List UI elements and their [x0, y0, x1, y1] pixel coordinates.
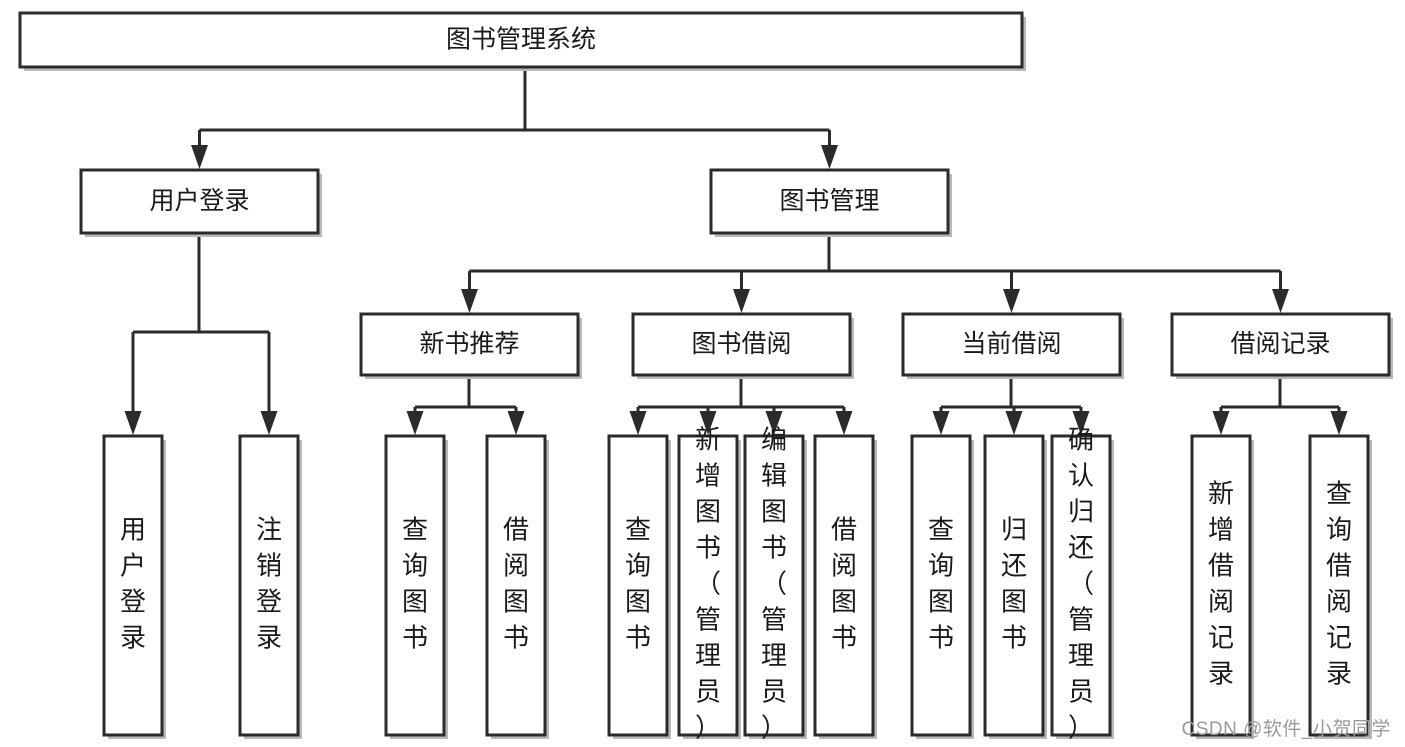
- node-leaf-borrow-book-recommend[interactable]: 借阅图书: [485, 434, 549, 739]
- node-current-borrow[interactable]: 当前借阅: [901, 312, 1124, 379]
- node-border[interactable]: [677, 434, 739, 737]
- node-borrow-record[interactable]: 借阅记录: [1170, 312, 1393, 379]
- arrow-head-icon: [461, 289, 478, 313]
- node-border[interactable]: [813, 434, 875, 737]
- node-label: 编辑图书（管理员）: [761, 424, 787, 742]
- node-label: 当前借阅: [961, 330, 1061, 358]
- node-border[interactable]: [743, 434, 805, 737]
- node-border[interactable]: [910, 434, 972, 737]
- node-border[interactable]: [1308, 434, 1370, 737]
- node-leaf-query-book-borrow[interactable]: 查询图书: [607, 434, 671, 739]
- arrow-head-icon: [124, 411, 142, 435]
- arrow-head-icon: [1072, 411, 1090, 435]
- connector-root-to-level2: [191, 67, 838, 169]
- node-border[interactable]: [631, 312, 852, 377]
- node-border[interactable]: [901, 312, 1122, 377]
- node-user-login[interactable]: 用户登录: [79, 168, 322, 237]
- node-label: 查询图书: [625, 514, 651, 652]
- node-leaf-user-login[interactable]: 用户登录: [102, 434, 166, 739]
- node-label: 查询图书: [402, 514, 428, 652]
- node-leaf-query-borrow-record[interactable]: 查询借阅记录: [1308, 434, 1372, 739]
- node-border[interactable]: [983, 434, 1045, 737]
- arrow-head-icon: [1212, 411, 1230, 435]
- arrow-head-icon: [835, 411, 853, 435]
- node-border[interactable]: [359, 312, 580, 377]
- node-border[interactable]: [485, 434, 547, 737]
- node-border[interactable]: [384, 434, 446, 737]
- node-border[interactable]: [1170, 312, 1391, 377]
- node-border[interactable]: [607, 434, 669, 737]
- node-label: 用户登录: [149, 187, 249, 215]
- node-label: 借阅图书: [503, 514, 529, 652]
- node-label: 图书管理: [779, 187, 879, 215]
- node-leaf-confirm-return-admin[interactable]: 确认归还（管理员）: [1050, 424, 1114, 742]
- node-label: 借阅记录: [1230, 330, 1330, 358]
- connector-book-management-to-level3: [461, 233, 1289, 313]
- node-label: 查询图书: [928, 514, 954, 652]
- connector-layer: [124, 67, 1348, 435]
- arrow-head-icon: [1330, 411, 1348, 435]
- node-border[interactable]: [18, 11, 1024, 69]
- node-leaf-query-book-recommend[interactable]: 查询图书: [384, 434, 448, 739]
- node-label: 用户登录: [120, 514, 146, 652]
- arrow-head-icon: [1005, 411, 1023, 435]
- arrow-head-icon: [821, 145, 838, 169]
- node-label: 查询借阅记录: [1326, 478, 1352, 688]
- node-leaf-logout-login[interactable]: 注销登录: [238, 434, 302, 739]
- connector-book-borrow-to-leaves: [629, 375, 853, 435]
- node-leaf-add-book-admin[interactable]: 新增图书（管理员）: [677, 424, 741, 742]
- arrow-head-icon: [1272, 289, 1289, 313]
- node-label: 新增图书（管理员）: [695, 424, 721, 742]
- node-leaf-edit-book-admin[interactable]: 编辑图书（管理员）: [743, 424, 807, 742]
- node-border[interactable]: [709, 168, 950, 235]
- node-layer: 图书管理系统用户登录图书管理新书推荐图书借阅当前借阅借阅记录用户登录注销登录查询…: [18, 11, 1393, 742]
- arrow-head-icon: [191, 145, 208, 169]
- node-book-borrow[interactable]: 图书借阅: [631, 312, 854, 379]
- node-label: 新增借阅记录: [1208, 478, 1234, 688]
- node-border[interactable]: [1050, 434, 1112, 737]
- node-label: 图书管理系统: [446, 26, 596, 54]
- node-root[interactable]: 图书管理系统: [18, 11, 1026, 71]
- node-border[interactable]: [102, 434, 164, 737]
- node-leaf-borrow-book[interactable]: 借阅图书: [813, 434, 877, 739]
- node-label: 注销登录: [256, 514, 282, 652]
- node-label: 图书借阅: [691, 330, 791, 358]
- connector-new-book-recommend-to-leaves: [406, 375, 525, 435]
- node-border[interactable]: [238, 434, 300, 737]
- arrow-head-icon: [733, 289, 750, 313]
- arrow-head-icon: [765, 411, 783, 435]
- connector-borrow-record-to-leaves: [1212, 375, 1348, 435]
- node-border[interactable]: [79, 168, 320, 235]
- arrow-head-icon: [932, 411, 950, 435]
- connector-current-borrow-to-leaves: [932, 375, 1090, 435]
- arrow-head-icon: [1003, 289, 1020, 313]
- arrow-head-icon: [629, 411, 647, 435]
- node-leaf-add-borrow-record[interactable]: 新增借阅记录: [1190, 434, 1254, 739]
- arrow-head-icon: [406, 411, 424, 435]
- arrow-head-icon: [699, 411, 717, 435]
- node-label: 确认归还（管理员）: [1068, 424, 1094, 742]
- node-label: 借阅图书: [831, 514, 857, 652]
- arrow-head-icon: [507, 411, 525, 435]
- node-new-book-recommend[interactable]: 新书推荐: [359, 312, 582, 379]
- connector-user-login-to-leaves: [124, 233, 278, 435]
- node-leaf-return-book[interactable]: 归还图书: [983, 434, 1047, 739]
- arrow-head-icon: [260, 411, 278, 435]
- node-leaf-query-book-current[interactable]: 查询图书: [910, 434, 974, 739]
- node-border[interactable]: [1190, 434, 1252, 737]
- node-label: 归还图书: [1001, 514, 1027, 652]
- node-book-management[interactable]: 图书管理: [709, 168, 952, 237]
- node-label: 新书推荐: [419, 330, 519, 358]
